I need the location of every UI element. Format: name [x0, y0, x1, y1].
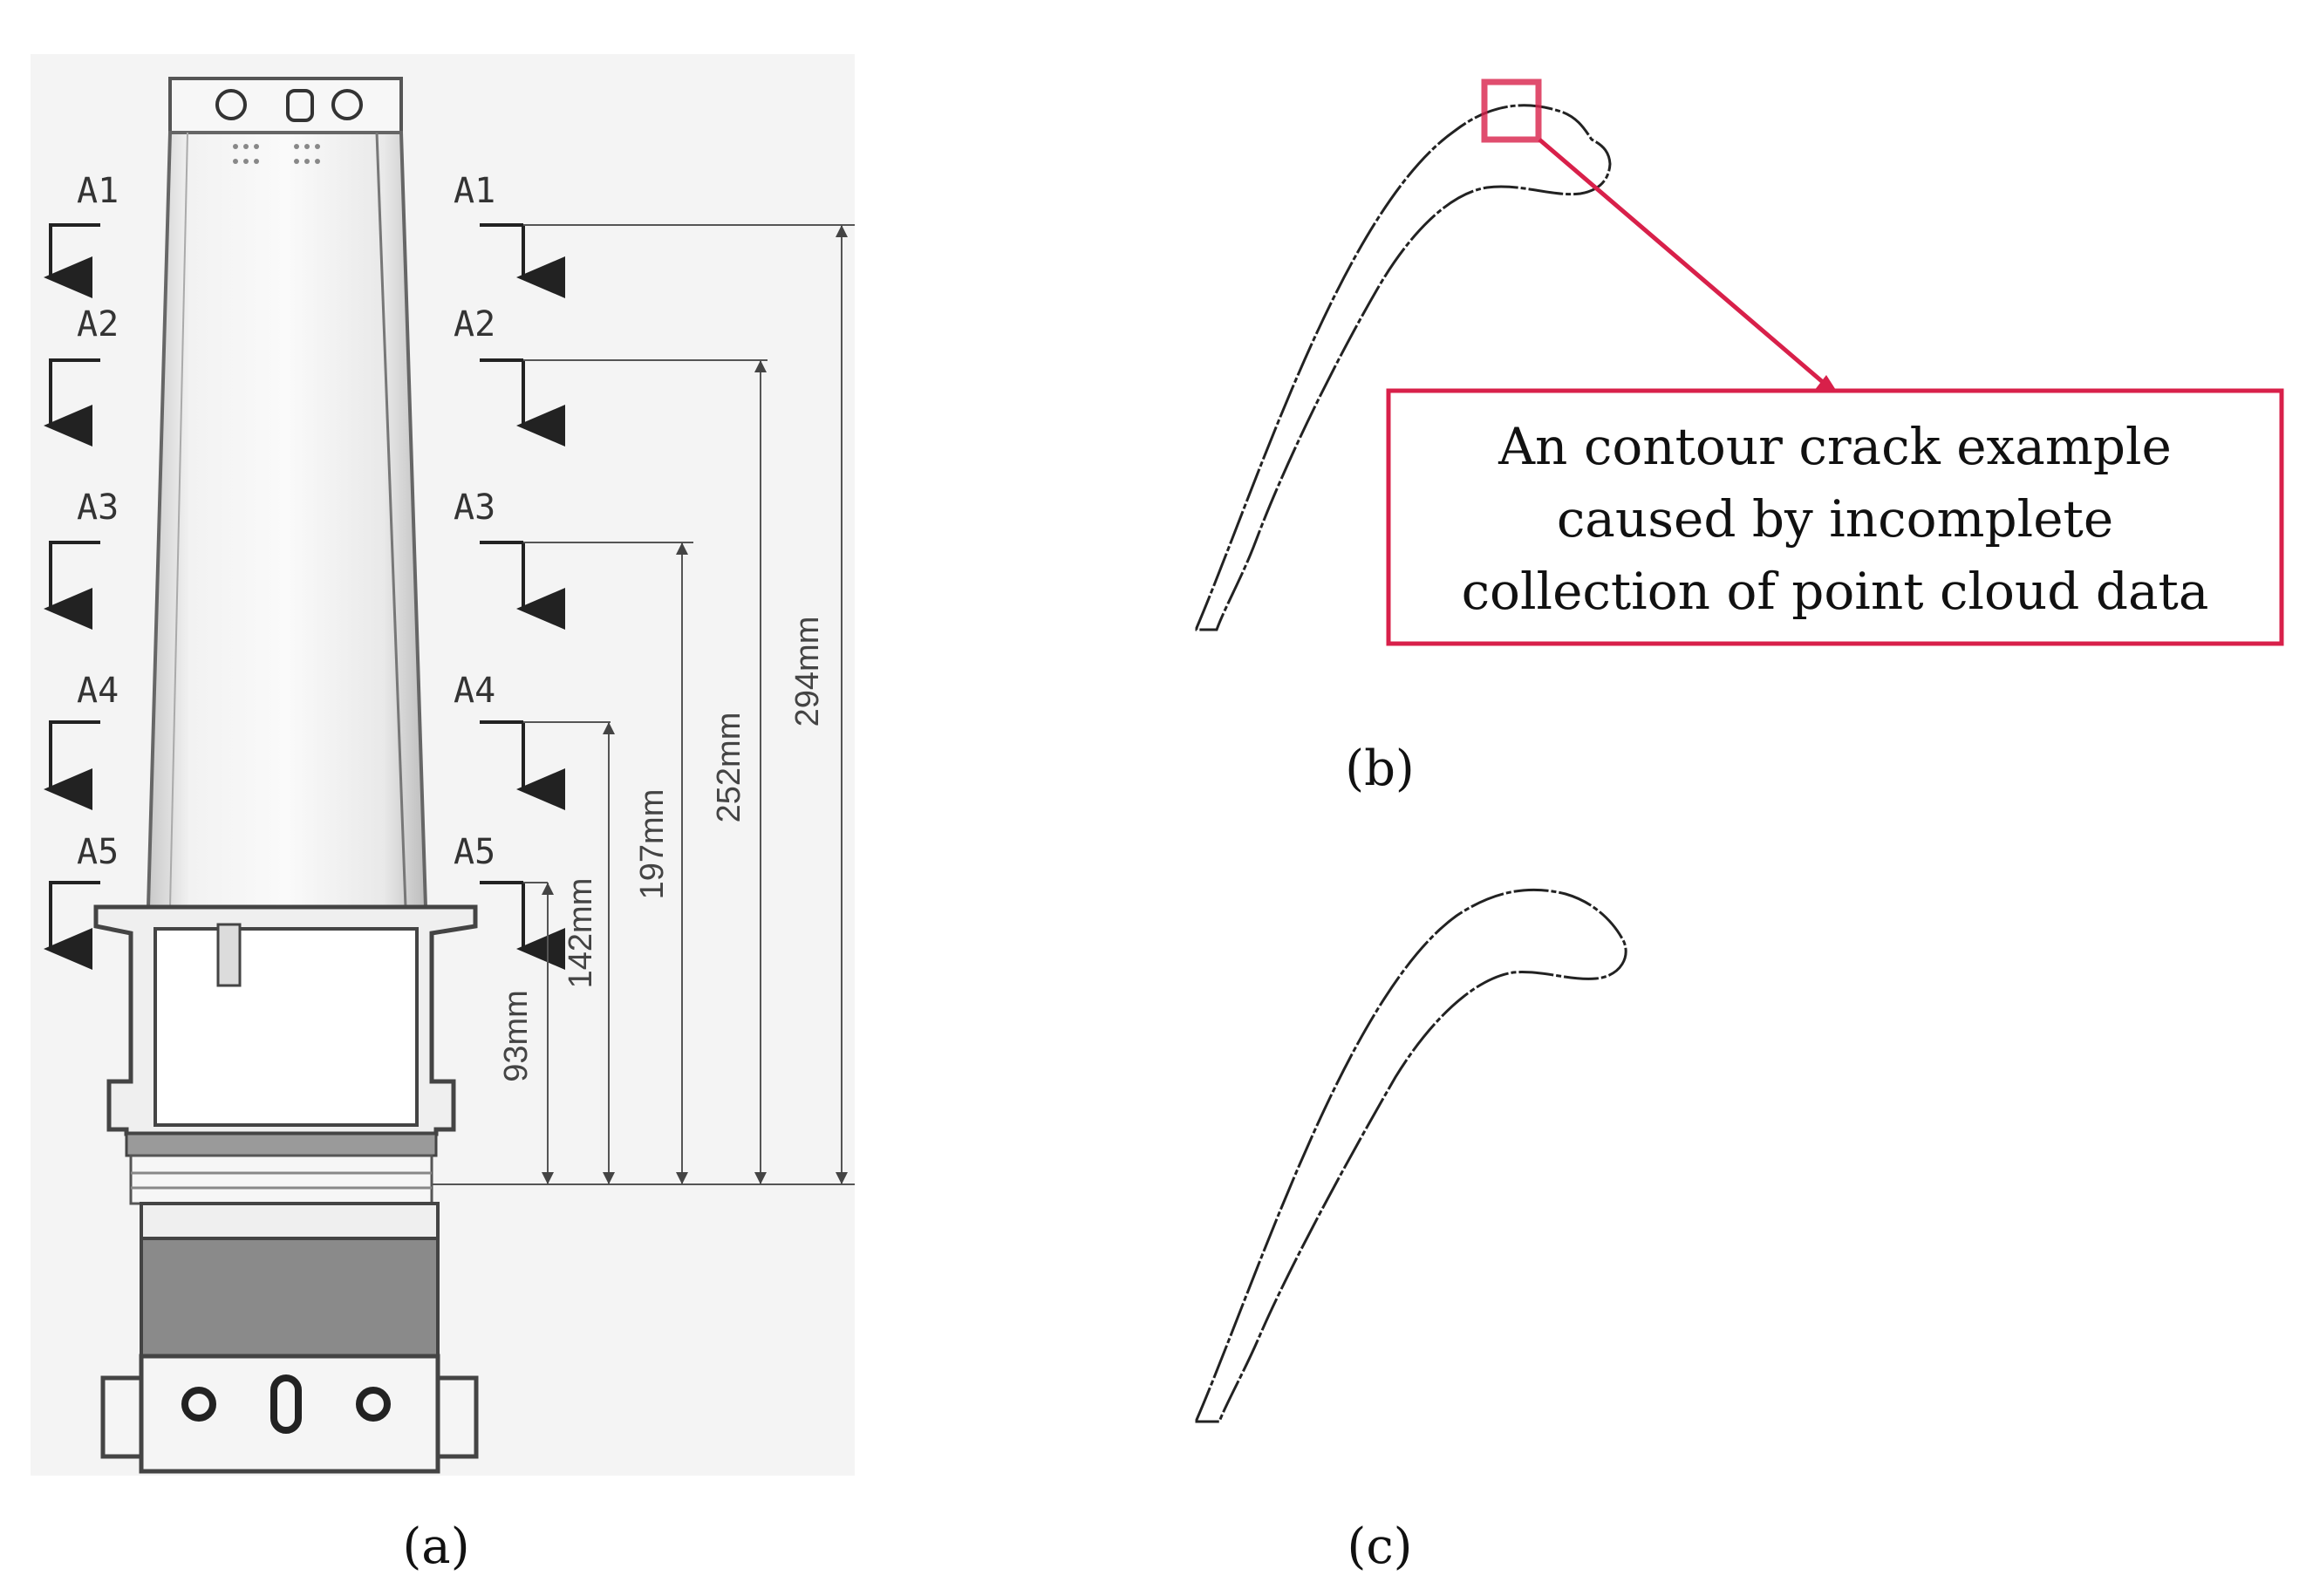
- dimension-lines: [523, 224, 855, 1184]
- root-tab-left: [100, 1375, 144, 1459]
- section-marker-a1: A1 A1: [44, 171, 565, 298]
- root-tab-right: [435, 1375, 479, 1459]
- dim-label-294: 294mm: [789, 617, 826, 727]
- root-upper: [140, 1202, 440, 1240]
- blade-airfoil: [146, 131, 428, 909]
- svg-text:A5: A5: [77, 832, 119, 872]
- annotation-box: [1386, 388, 2284, 646]
- panel-label-b: (b): [1345, 740, 1415, 797]
- callout-arrow: [1538, 138, 1832, 390]
- root-hole-icon: [181, 1387, 216, 1422]
- dimension-ticks: [542, 225, 848, 1184]
- svg-text:A1: A1: [454, 171, 495, 211]
- svg-text:A5: A5: [454, 832, 495, 872]
- dim-label-252: 252mm: [711, 713, 747, 823]
- section-markers: A1 A1 A2 A2 A3 A3 A4 A4 A5: [44, 171, 565, 970]
- contour-repaired: [1195, 888, 1627, 1423]
- blade-drawing: [31, 54, 855, 1476]
- shroud-hole-icon: [215, 89, 247, 120]
- contour-with-crack: An contour crack example caused by incom…: [1195, 78, 2284, 646]
- dim-label-197: 197mm: [634, 789, 671, 900]
- svg-text:A2: A2: [454, 304, 495, 344]
- platform-lug: [216, 923, 242, 987]
- blade-neck: [129, 1154, 433, 1205]
- svg-text:A1: A1: [77, 171, 119, 211]
- platform-cavity: [154, 927, 419, 1127]
- svg-text:A3: A3: [77, 488, 119, 528]
- section-marker-a3: A3 A3: [44, 488, 565, 630]
- shroud-hole-icon: [331, 89, 363, 120]
- section-marker-a5: A5 A5: [44, 832, 565, 970]
- shroud-slot-icon: [286, 89, 314, 122]
- root-block: [140, 1237, 440, 1358]
- root-slot-icon: [270, 1374, 302, 1434]
- blade-shroud: [168, 77, 403, 134]
- section-marker-a4: A4 A4: [44, 671, 565, 810]
- svg-text:A4: A4: [454, 671, 495, 711]
- blade-contour-b: [1195, 104, 1612, 631]
- crack-highlight-box: [1481, 78, 1542, 143]
- panel-label-a: (a): [402, 1518, 469, 1575]
- root-hole-icon: [356, 1387, 391, 1422]
- svg-text:A3: A3: [454, 488, 495, 528]
- panel-label-c: (c): [1347, 1518, 1412, 1575]
- platform-base: [125, 1132, 438, 1157]
- annotation-line-3: collection of point cloud data: [1462, 562, 2209, 621]
- trailing-edge-line: [375, 132, 407, 908]
- dim-label-142: 142mm: [563, 878, 599, 989]
- leading-edge-line: [169, 132, 188, 908]
- dimension-labels: 294mm 252mm 197mm 142mm 93mm: [498, 617, 826, 1082]
- annotation-line-1: An contour crack example: [1498, 417, 2172, 476]
- blade-contour-c: [1195, 888, 1627, 1423]
- cooling-holes: [233, 144, 320, 164]
- dim-label-93: 93mm: [498, 990, 535, 1082]
- section-marker-a2: A2 A2: [44, 304, 565, 447]
- svg-text:A4: A4: [77, 671, 119, 711]
- svg-text:A2: A2: [77, 304, 119, 344]
- annotation-line-2: caused by incomplete: [1557, 489, 2113, 549]
